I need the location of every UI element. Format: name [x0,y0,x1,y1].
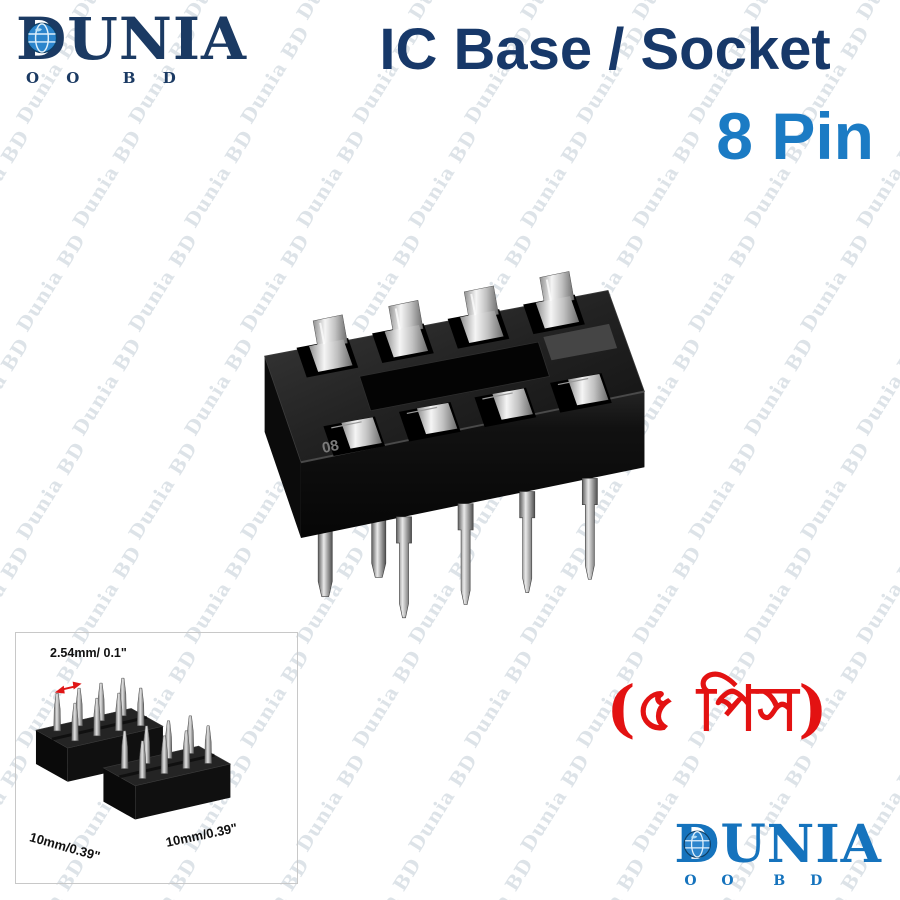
watermark-text: Dunia BD [684,438,763,544]
watermark-text: Dunia BD [12,438,91,544]
watermark-text: Dunia BD [349,854,426,900]
dimension-diagram [16,633,297,883]
logo-initial: D [16,10,67,68]
watermark-text: Dunia BD [684,230,763,336]
watermark-text: Dunia BD [292,126,371,232]
logo-rest: UNIA [67,5,248,73]
watermark-text: Dunia BD [460,646,539,752]
pitch-dimension-label: 2.54mm/ 0.1" [50,646,127,660]
brand-subtext: O O B D [684,873,833,889]
logo-letter: D [16,5,68,73]
watermark-text: Dunia BD [516,126,595,232]
watermark-text: Dunia BD [404,750,483,856]
watermark-text: Dunia BD [348,646,427,752]
logo-initial: D [674,819,720,871]
watermark-text: Dunia BD [628,126,707,232]
watermark-text: Dunia BD [852,542,900,648]
logo-rest: UNIA [720,814,882,875]
watermark-text: Dunia BD [852,334,900,440]
product-title: IC Base / Socket [379,17,831,82]
watermark-text: Dunia BD [124,230,203,336]
watermark-text: Dunia BD [0,126,35,232]
watermark-text: Dunia BD [796,438,875,544]
watermark-text: Dunia BD [573,854,650,900]
socket-light-patch [543,323,618,361]
socket-marking: 08 [320,437,340,457]
watermark-text: Dunia BD [180,126,259,232]
socket-front-pins [396,478,598,619]
logo-letter: D [674,814,721,875]
socket-center-opening [359,341,550,412]
watermark-text: Dunia BD [124,438,203,544]
dimension-inset: 2.54mm/ 0.1" 10mm/0.39" 10mm/0.39" [15,632,298,884]
watermark-text: Dunia BD [236,22,315,128]
watermark-text: Dunia BD [740,542,819,648]
watermark-text: Dunia BD [796,230,875,336]
watermark-text: Dunia BD [68,126,147,232]
watermark-text: Dunia BD [292,750,371,856]
ic-socket-illustration: 08 [264,270,645,619]
watermark-text: Dunia BD [740,334,819,440]
watermark-text: Dunia BD [461,854,538,900]
quantity-label: (৫ পিস) [606,672,828,745]
brand-subtext: O O B D [26,69,187,87]
ic-socket-photo: 08 [222,238,687,642]
watermark-text: Dunia BD [404,126,483,232]
watermark-text: Dunia BD [0,334,35,440]
product-subtitle: 8 Pin [716,99,874,173]
watermark-text: Dunia BD [12,230,91,336]
watermark-text: Dunia BD [516,750,595,856]
pitch-arrow [54,681,82,694]
watermark-text: Dunia BD [68,334,147,440]
